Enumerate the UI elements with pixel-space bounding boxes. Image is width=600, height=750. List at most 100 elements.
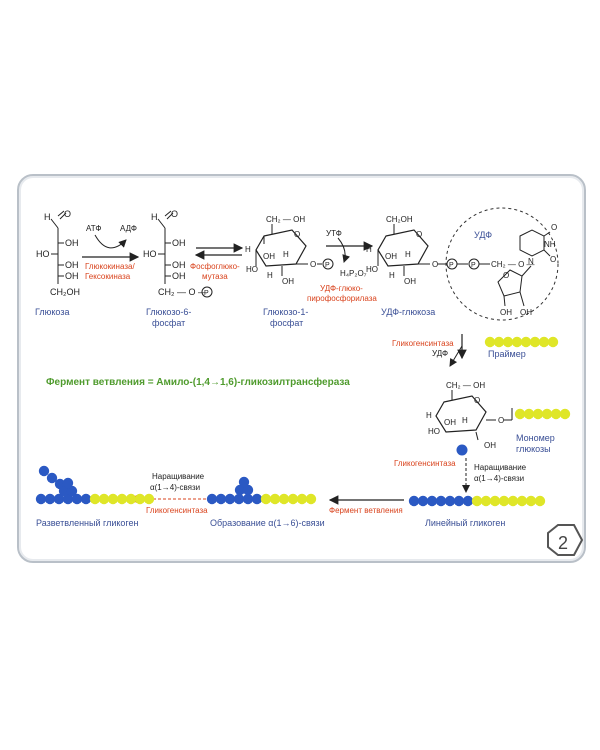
elongation2-label-2: α(1→4)-связи	[150, 483, 200, 492]
phosphate-icon	[322, 258, 334, 270]
g1p-label-1: Глюкозо-1-	[263, 307, 308, 317]
glucokinase-label-1: Глюкокиназа/	[85, 262, 135, 271]
udp-release-arrow	[449, 345, 463, 367]
monomer-ring-structure: CH₂ — OH O H HO OH H O OH	[426, 381, 513, 450]
glucose-unit	[242, 484, 254, 496]
svg-text:H: H	[151, 212, 158, 222]
svg-text:OH: OH	[484, 441, 496, 450]
glucose-monomer-dot	[456, 444, 468, 456]
atom-ho: HO	[36, 249, 50, 259]
g6p-label-2: фосфат	[152, 318, 185, 328]
primer-unit	[125, 493, 137, 505]
primer-unit	[550, 408, 562, 420]
primer-unit	[511, 336, 523, 348]
atom-o: O	[64, 209, 71, 219]
svg-text:O: O	[551, 223, 557, 232]
svg-text:H: H	[462, 416, 468, 425]
glucose-unit	[215, 493, 227, 505]
primer-unit	[529, 336, 541, 348]
utp-label: УТФ	[326, 229, 342, 238]
glucose-unit	[242, 493, 254, 505]
atom-oh: OH	[65, 260, 79, 270]
glucose-unit	[58, 485, 70, 497]
svg-text:O: O	[474, 396, 480, 405]
svg-text:P: P	[449, 262, 454, 269]
elongation-label-2: α(1→4)-связи	[474, 474, 524, 483]
linear-glycogen-label: Линейный гликоген	[425, 518, 505, 528]
primer-unit	[98, 493, 110, 505]
svg-text:OH: OH	[444, 418, 456, 427]
phosphate-icon	[201, 286, 213, 298]
glucose-unit	[408, 495, 420, 507]
branched-intermediate-chain	[206, 476, 317, 505]
svg-text:O: O	[503, 271, 509, 280]
branching-enzyme-headline: Фермент ветвления = Амило-(1,4→1,6)-глик…	[46, 376, 350, 388]
glucose-unit	[426, 495, 438, 507]
ppi-label: H₄P₂O₇	[340, 269, 367, 278]
primer-unit	[489, 495, 501, 507]
branched-glycogen-label: Разветвленный гликоген	[36, 518, 139, 528]
mutase-label-1: Фосфоглюко-	[190, 262, 240, 271]
svg-text:HO: HO	[366, 265, 378, 274]
udp-dashed-circle	[445, 207, 559, 321]
glycogen-synthase-label-bottom: Гликогенсинтаза	[146, 506, 208, 515]
g1p-structure: CH₂ — OH O H HO OH H O P OH H	[245, 215, 334, 286]
svg-text:P: P	[325, 262, 330, 269]
primer-unit	[269, 493, 281, 505]
glucose-unit	[444, 495, 456, 507]
primer-unit	[559, 408, 571, 420]
primer-unit	[278, 493, 290, 505]
svg-text:H: H	[405, 250, 411, 259]
glucose-unit	[233, 493, 245, 505]
svg-text:H: H	[245, 245, 251, 254]
primer-unit	[514, 408, 526, 420]
g6p-label-1: Глюкозо-6-	[146, 307, 191, 317]
elongation-label-1: Наращивание	[474, 463, 527, 472]
svg-text:H: H	[283, 250, 289, 259]
g1p-label-2: фосфат	[270, 318, 303, 328]
glucose-unit	[38, 465, 50, 477]
atom-ch2oh: CH₂OH	[50, 287, 80, 297]
glucose-unit	[206, 493, 218, 505]
svg-text:O: O	[294, 230, 300, 239]
glucose-unit	[66, 485, 78, 497]
udp-glucose-label: УДФ-глюкоза	[381, 307, 435, 317]
svg-text:NH: NH	[544, 240, 556, 249]
glucose-structure: H O OH HO OH OH CH₂OH	[36, 209, 80, 297]
primer-chain-bound	[514, 408, 571, 420]
svg-text:HO: HO	[143, 249, 157, 259]
primer-unit	[493, 336, 505, 348]
svg-text:P: P	[471, 262, 476, 269]
primer-unit	[541, 408, 553, 420]
glucose-unit	[46, 472, 58, 484]
primer-unit	[484, 336, 496, 348]
svg-text:O: O	[310, 260, 316, 269]
primer-unit	[525, 495, 537, 507]
glucose-unit	[62, 493, 74, 505]
svg-text:CH₂ — OH: CH₂ — OH	[446, 381, 485, 390]
svg-text:OH: OH	[172, 271, 186, 281]
primer-unit	[89, 493, 101, 505]
pyrophosphorylase-label-2: пирофосфорилаза	[307, 294, 377, 303]
svg-text:OH: OH	[404, 277, 416, 286]
page-number-badge	[547, 524, 584, 556]
branched-glycogen-chain	[35, 465, 155, 505]
primer-unit	[516, 495, 528, 507]
svg-text:CH₂ — OH: CH₂ — OH	[266, 215, 305, 224]
uridine-structure: O NH O N O OH OH	[497, 223, 557, 317]
svg-text:CH₂ — O —: CH₂ — O —	[158, 287, 207, 297]
monomer-label-1: Мономер	[516, 433, 555, 443]
svg-text:OH: OH	[172, 238, 186, 248]
glucose-unit	[462, 495, 474, 507]
svg-text:CH₂OH: CH₂OH	[386, 215, 413, 224]
primer-unit	[532, 408, 544, 420]
svg-text:O: O	[498, 416, 504, 425]
page-number: 2	[558, 533, 568, 553]
primer-unit	[471, 495, 483, 507]
svg-text:HO: HO	[428, 427, 440, 436]
glucose-unit	[71, 493, 83, 505]
primer-unit	[287, 493, 299, 505]
primer-label: Праймер	[488, 349, 526, 359]
primer-unit	[143, 493, 155, 505]
